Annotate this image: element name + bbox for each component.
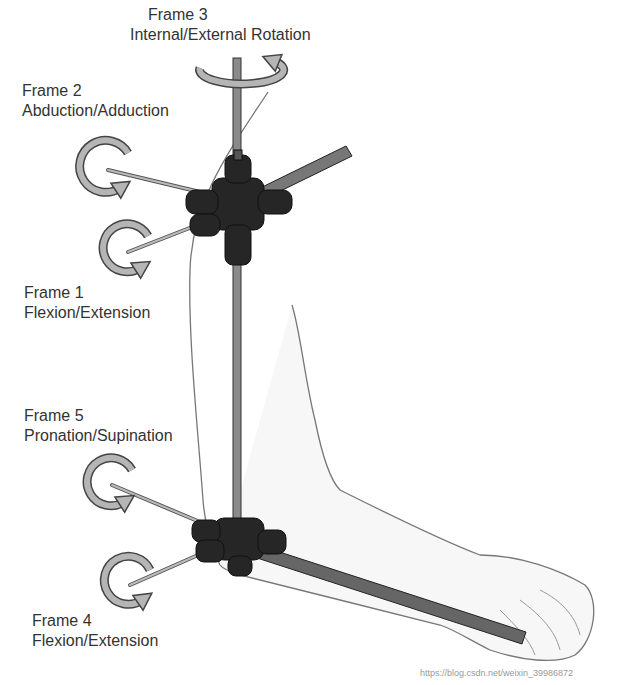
axis-rods	[108, 170, 205, 585]
arm-outline	[220, 305, 594, 660]
motion-label: Abduction/Adduction	[22, 102, 169, 120]
finger-lines	[500, 590, 580, 655]
frame-number: Frame 2	[22, 82, 82, 100]
frame-number: Frame 5	[24, 407, 84, 425]
frame-number: Frame 4	[32, 612, 92, 630]
shoulder-joint	[186, 150, 292, 265]
frame-number: Frame 1	[24, 284, 84, 302]
rotation-arrows	[80, 61, 284, 604]
motion-label: Flexion/Extension	[24, 304, 150, 322]
watermark: https://blog.csdn.net/weixin_39986872	[420, 668, 573, 678]
motion-label: Internal/External Rotation	[130, 26, 311, 44]
motion-label: Flexion/Extension	[32, 632, 158, 650]
axis-rods	[108, 170, 205, 585]
frame-number: Frame 3	[148, 6, 208, 24]
forearm-bar	[254, 545, 526, 644]
elbow-joint	[192, 518, 286, 576]
upper-arm-rod	[233, 58, 241, 528]
motion-label: Pronation/Supination	[24, 427, 173, 445]
